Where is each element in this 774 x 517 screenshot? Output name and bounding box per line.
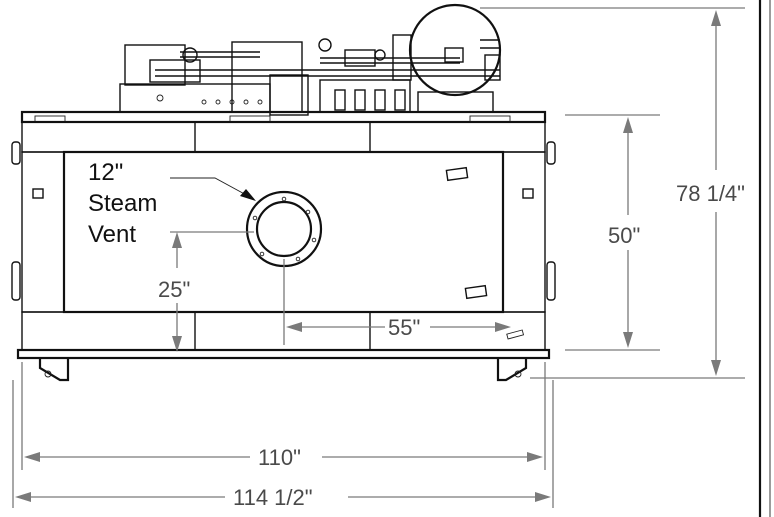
callout-size: 12": [88, 159, 123, 186]
base-rail: [16, 348, 551, 360]
nameplate-top: [445, 166, 469, 182]
top-equipment: [119, 3, 502, 116]
motor-block: [124, 44, 186, 86]
boiler-body: [11, 110, 556, 382]
dim-overall-height: 78 1/4": [480, 7, 745, 379]
callout-leader: [170, 177, 251, 198]
steam-vent: [170, 190, 323, 345]
steam-vent-flange: [245, 190, 323, 268]
dim-overall-height-label: 78 1/4": [676, 181, 745, 206]
dim-vent-height: 25": [158, 232, 190, 352]
condensate-tank: [408, 3, 502, 97]
dim-body-height: 50": [565, 114, 660, 351]
dim-overall-width-label: 114 1/2": [233, 485, 313, 510]
steam-vent-callout: 12" Steam Vent: [88, 159, 256, 248]
top-flange: [20, 110, 547, 124]
dim-vent-offset-label: 55": [388, 315, 420, 340]
dim-body-width: 110": [21, 362, 546, 470]
dim-body-width-label: 110": [258, 445, 301, 470]
dim-overall-width: 114 1/2": [12, 380, 554, 510]
callout-steam: Steam: [88, 190, 157, 217]
nameplate-bottom: [464, 284, 488, 300]
foot-right: [496, 358, 528, 382]
callout-vent: Vent: [88, 221, 136, 248]
callout-arrowhead: [240, 189, 256, 201]
dim-body-height-label: 50": [608, 223, 640, 248]
foot-left: [38, 358, 70, 382]
dim-vent-offset: 55": [286, 315, 511, 340]
steam-vent-opening: [255, 200, 313, 258]
control-box: [119, 83, 271, 113]
dim-vent-height-label: 25": [158, 277, 190, 302]
